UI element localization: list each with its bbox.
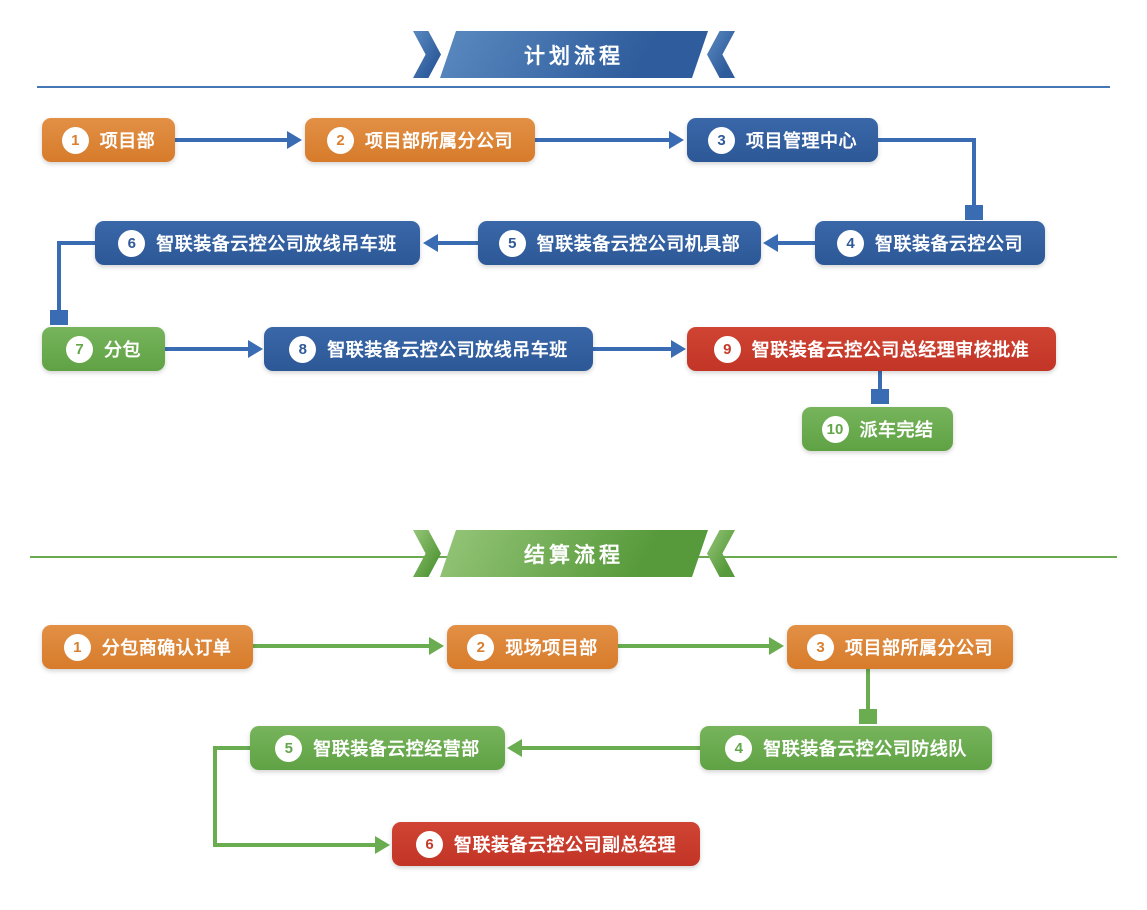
arrow-right-icon xyxy=(671,340,686,358)
step-label: 智联装备云控公司 xyxy=(875,234,1023,254)
step-number-badge: 1 xyxy=(61,126,89,154)
connector-line xyxy=(175,138,287,142)
step-label: 智联装备云控公司防线队 xyxy=(763,739,967,759)
plan-banner-body: 计划流程 xyxy=(440,31,708,78)
step-label: 项目部所属分公司 xyxy=(365,131,513,151)
settlement-step-1: 1 分包商确认订单 xyxy=(42,625,253,669)
arrow-down-icon xyxy=(859,709,877,724)
step-number-badge: 3 xyxy=(708,126,735,154)
step-number-badge: 9 xyxy=(713,335,741,363)
settlement-banner-title: 结算流程 xyxy=(524,543,624,567)
step-label: 现场项目部 xyxy=(505,638,598,658)
plan-step-3: 3 项目管理中心 xyxy=(687,118,878,162)
step-number-badge: 10 xyxy=(821,415,849,443)
plan-banner-title: 计划流程 xyxy=(524,44,624,68)
settlement-step-6: 6 智联装备云控公司副总经理 xyxy=(392,822,700,866)
step-label: 智联装备云控公司放线吊车班 xyxy=(327,340,568,360)
connector-line xyxy=(213,843,375,847)
step-number-badge: 3 xyxy=(807,633,834,661)
connector-line xyxy=(213,746,250,750)
step-number-badge: 6 xyxy=(416,830,443,858)
step-label: 派车完结 xyxy=(859,420,934,440)
plan-step-5: 5 智联装备云控公司机具部 xyxy=(478,221,761,265)
arrow-right-icon xyxy=(287,131,302,149)
settlement-step-2: 2 现场项目部 xyxy=(447,625,618,669)
arrow-right-icon xyxy=(248,340,263,358)
settlement-step-5: 5 智联装备云控经营部 xyxy=(250,726,505,770)
plan-step-2: 2 项目部所属分公司 xyxy=(305,118,535,162)
connector-line xyxy=(57,241,61,311)
step-label: 智联装备云控公司总经理审核批准 xyxy=(751,340,1030,360)
connector-line xyxy=(438,241,478,245)
connector-line xyxy=(778,241,815,245)
step-label: 智联装备云控公司机具部 xyxy=(536,234,741,254)
arrow-down-icon xyxy=(50,310,68,325)
connector-line xyxy=(972,138,976,206)
step-number-badge: 4 xyxy=(837,229,864,257)
plan-step-8: 8 智联装备云控公司放线吊车班 xyxy=(264,327,593,371)
plan-step-9: 9 智联装备云控公司总经理审核批准 xyxy=(687,327,1056,371)
plan-step-1: 1 项目部 xyxy=(42,118,175,162)
step-number-badge: 1 xyxy=(63,633,91,661)
step-label: 智联装备云控经营部 xyxy=(313,739,480,759)
step-label: 智联装备云控公司放线吊车班 xyxy=(156,234,397,254)
step-label: 分包商确认订单 xyxy=(101,638,232,658)
step-label: 项目部所属分公司 xyxy=(845,638,993,658)
settlement-banner: 结算流程 xyxy=(413,530,735,577)
plan-step-6: 6 智联装备云控公司放线吊车班 xyxy=(95,221,420,265)
connector-line xyxy=(866,669,870,710)
arrow-right-icon xyxy=(429,637,444,655)
connector-line xyxy=(593,347,671,351)
arrow-down-icon xyxy=(871,389,889,404)
step-label: 项目部 xyxy=(99,131,156,151)
arrow-left-icon xyxy=(763,234,778,252)
connector-line xyxy=(253,644,429,648)
ribbon-right-chevron-icon xyxy=(707,530,735,577)
connector-line xyxy=(522,746,700,750)
arrow-down-icon xyxy=(965,205,983,220)
connector-line xyxy=(878,371,882,390)
step-number-badge: 7 xyxy=(66,335,93,363)
plan-step-4: 4 智联装备云控公司 xyxy=(815,221,1045,265)
ribbon-left-chevron-icon xyxy=(413,530,441,577)
step-number-badge: 8 xyxy=(289,335,317,363)
step-number-badge: 2 xyxy=(327,126,354,154)
settlement-step-4: 4 智联装备云控公司防线队 xyxy=(700,726,992,770)
connector-line xyxy=(535,138,669,142)
step-label: 智联装备云控公司副总经理 xyxy=(454,835,676,855)
step-label: 分包 xyxy=(104,340,141,360)
step-number-badge: 2 xyxy=(467,633,495,661)
ribbon-right-chevron-icon xyxy=(707,31,735,78)
plan-step-10: 10 派车完结 xyxy=(802,407,953,451)
plan-step-7: 7 分包 xyxy=(42,327,165,371)
settlement-step-3: 3 项目部所属分公司 xyxy=(787,625,1013,669)
step-label: 项目管理中心 xyxy=(746,131,857,151)
connector-line xyxy=(57,241,95,245)
step-number-badge: 6 xyxy=(118,229,146,257)
arrow-right-icon xyxy=(375,836,390,854)
step-number-badge: 5 xyxy=(275,734,303,762)
step-number-badge: 4 xyxy=(725,734,753,762)
arrow-left-icon xyxy=(507,739,522,757)
step-number-badge: 5 xyxy=(498,229,526,257)
arrow-right-icon xyxy=(769,637,784,655)
connector-line xyxy=(618,644,769,648)
connector-line xyxy=(165,347,248,351)
ribbon-left-chevron-icon xyxy=(413,31,441,78)
connector-line xyxy=(213,746,217,847)
plan-divider-line xyxy=(37,86,1110,88)
arrow-left-icon xyxy=(423,234,438,252)
arrow-right-icon xyxy=(669,131,684,149)
settlement-banner-body: 结算流程 xyxy=(440,530,708,577)
connector-line xyxy=(878,138,976,142)
plan-banner: 计划流程 xyxy=(413,31,735,78)
